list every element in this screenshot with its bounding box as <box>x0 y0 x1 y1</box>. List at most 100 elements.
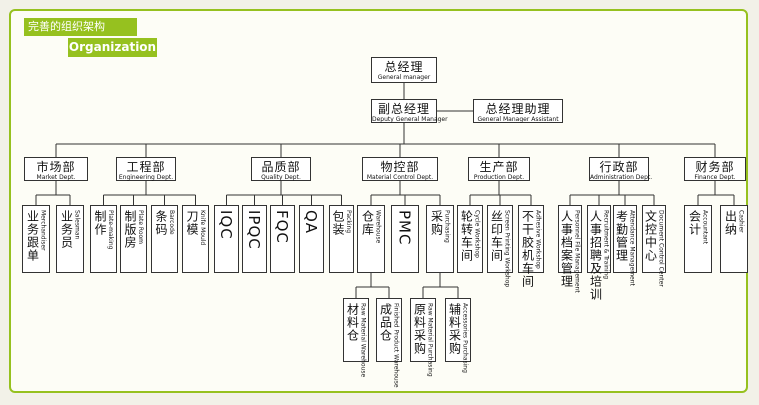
unit-box-2-0-cn: IQC <box>217 210 235 240</box>
dept-box-0-cn: 市场部 <box>36 160 76 174</box>
unit-box-5-2-cn: 考勤管理 <box>614 210 629 262</box>
unit-box-5-1-en: Recruitment & Training <box>602 210 610 280</box>
general-manager-assistant-box-cn: 总经理助理 <box>485 102 551 116</box>
unit-box-2-4-cn: 包装 <box>331 210 345 236</box>
unit-box-6-0-cn: 会计 <box>687 210 702 236</box>
unit-box-1-3-en: Knife Mould <box>199 210 206 246</box>
unit-box-2-3-cn: QA <box>302 210 320 235</box>
unit-box-3-0-cn: 仓库 <box>360 210 375 236</box>
sub-unit-box-3-cn: 辅料采购 <box>447 303 462 355</box>
unit-box-5-0-cn: 人事档案管理 <box>559 210 574 288</box>
unit-box-4-2-cn: 不干胶机车间 <box>520 210 535 288</box>
unit-box-2-1-cn: IPQC <box>245 210 263 250</box>
unit-box-4-0-en: Cycle Workshop <box>473 210 481 258</box>
unit-box-1-2-en: Barcode <box>168 210 175 235</box>
unit-box-3-2-cn: 采购 <box>429 210 444 236</box>
unit-box-2-4-en: Packing <box>345 210 352 234</box>
sub-unit-box-1-cn: 成品仓 <box>378 303 393 342</box>
unit-box-2-2: FQC <box>270 205 295 273</box>
unit-box-3-0-en: Warehouse <box>374 210 382 244</box>
general-manager-box-en: General manager <box>377 74 431 81</box>
general-manager-box-cn: 总经理 <box>384 60 424 74</box>
unit-box-0-0-en: Merchandiser <box>39 210 47 251</box>
dept-box-6-cn: 财务部 <box>695 160 735 174</box>
unit-box-4-1-en: Screen Printing Workshop <box>503 210 511 288</box>
unit-box-5-1-cn: 人事招聘及培训 <box>588 210 603 301</box>
unit-box-6-1-en: Cashier <box>737 210 745 233</box>
unit-box-2-3: QA <box>299 205 324 273</box>
unit-box-1-0-cn: 制作 <box>93 210 107 236</box>
unit-box-0-0-cn: 业务跟单 <box>25 210 40 262</box>
unit-box-6-0-en: Accountant <box>701 210 709 245</box>
deputy-general-manager-box-cn: 副总经理 <box>377 102 430 116</box>
dept-box-3-cn: 物控部 <box>380 160 420 174</box>
unit-box-2-1: IPQC <box>242 205 267 273</box>
dept-box-4-en: Production Dept. <box>473 174 525 181</box>
dept-box-6-en: Finance Dept. <box>694 174 736 181</box>
dept-box-1-en: Engineering Dept. <box>118 174 174 181</box>
sub-unit-box-0-cn: 材料仓 <box>345 303 360 342</box>
general-manager-assistant-box-en: General Manager Assistant <box>477 116 559 123</box>
unit-box-4-1-cn: 丝印车间 <box>489 210 504 262</box>
unit-box-3-1-cn: PMC <box>395 210 414 246</box>
dept-box-5-en: Administration Dept. <box>590 174 653 181</box>
unit-box-0-1-cn: 业务员 <box>59 210 74 249</box>
unit-box-1-0-en: Plate-making <box>107 210 114 250</box>
unit-box-5-0-en: Personnel File Management <box>573 210 581 293</box>
unit-box-4-2-en: Adhesive Workshop <box>534 210 542 269</box>
dept-box-5-cn: 行政部 <box>599 160 639 174</box>
dept-box-4-cn: 生产部 <box>479 160 519 174</box>
sub-unit-box-3-en: Accessories Purchasing <box>461 303 469 373</box>
dept-box-2-cn: 品质部 <box>261 160 301 174</box>
header-title-cn: 完善的组织架构 <box>24 18 137 36</box>
dept-box-2-en: Quality Dept. <box>261 174 301 181</box>
unit-box-1-3-cn: 刀模 <box>185 210 199 236</box>
deputy-general-manager-box-en: Deputy General Manager <box>372 116 448 123</box>
unit-box-3-2-en: Purchasing <box>443 210 451 243</box>
unit-box-5-3-cn: 文控中心 <box>643 210 658 262</box>
unit-box-2-0: IQC <box>214 205 239 273</box>
sub-unit-box-2-en: Raw Material Purchasing <box>426 303 434 377</box>
unit-box-5-2-en: Attendance Management <box>628 210 636 286</box>
unit-box-1-1-cn: 制版房 <box>123 210 137 249</box>
unit-box-1-2-cn: 条码 <box>154 210 168 236</box>
sub-unit-box-2-cn: 原料采购 <box>412 303 427 355</box>
unit-box-4-0-cn: 轮转车间 <box>459 210 474 262</box>
unit-box-5-3-en: Document Control Center <box>657 210 665 287</box>
sub-unit-box-1-en: Finished Product Warehouse <box>392 303 400 388</box>
unit-box-1-1-en: Plate Room <box>137 210 144 244</box>
unit-box-3-1: PMC <box>391 205 419 273</box>
unit-box-2-2-cn: FQC <box>273 210 291 244</box>
unit-box-0-1-en: Salesman <box>73 210 81 240</box>
